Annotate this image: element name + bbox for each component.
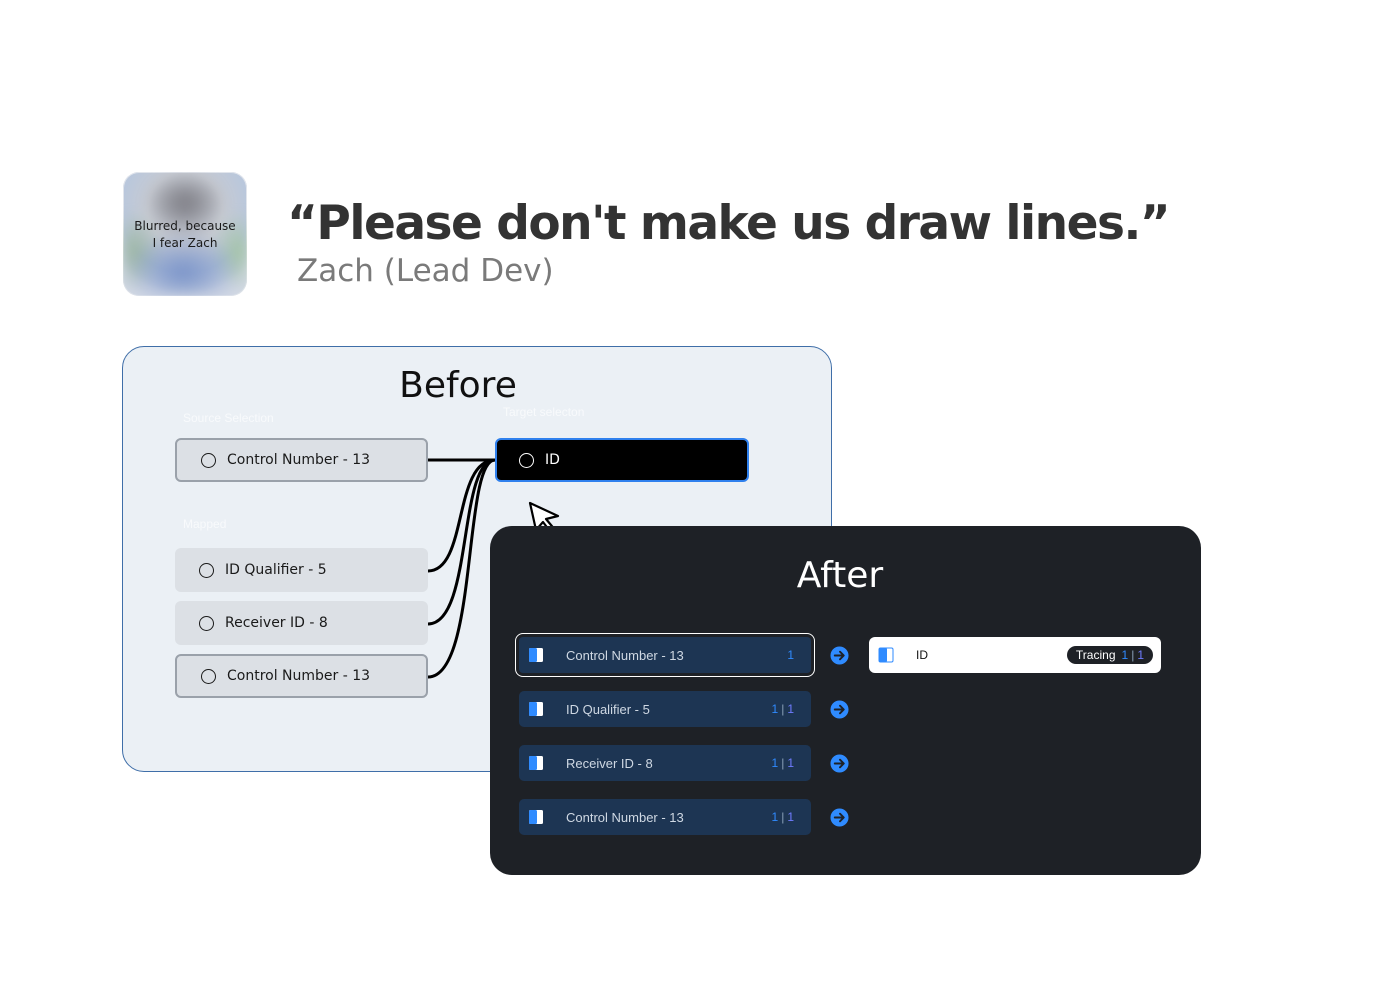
- mapped-label: Mapped: [183, 517, 227, 531]
- connector-line: [427, 458, 496, 573]
- arrow-right-circle-icon[interactable]: [830, 808, 849, 827]
- avatar: Blurred, because I fear Zach: [123, 172, 247, 296]
- mapping-count: 1|1: [771, 702, 795, 716]
- after-panel: After Control Number - 13 1 ID Qualifier…: [490, 526, 1201, 875]
- mapping-row[interactable]: Control Number - 13 1|1: [519, 799, 811, 835]
- mapped-item-id-qualifier[interactable]: ID Qualifier - 5: [175, 548, 428, 592]
- mapping-row-label: Receiver ID - 8: [566, 755, 653, 771]
- arrow-right-circle-icon[interactable]: [830, 700, 849, 719]
- radio-icon: [201, 452, 216, 468]
- mapping-row[interactable]: Control Number - 13 1: [515, 633, 815, 677]
- mapping-row[interactable]: ID Qualifier - 5 1|1: [519, 691, 811, 727]
- target-item-id[interactable]: ID: [495, 438, 749, 482]
- mapped-item-label: Control Number - 13: [227, 668, 371, 684]
- connector-line: [427, 458, 496, 679]
- connector-line: [427, 458, 496, 626]
- arrow-right-circle-icon[interactable]: [830, 646, 849, 665]
- mapping-count: 1|1: [771, 810, 795, 824]
- mapped-item-label: Receiver ID - 8: [225, 615, 328, 631]
- quote-author: Zach (Lead Dev): [297, 253, 554, 289]
- target-selection-label: Target selecton: [503, 405, 585, 419]
- quote-text: “Please don't make us draw lines.”: [287, 196, 1171, 251]
- mapping-row-label: ID Qualifier - 5: [566, 701, 650, 717]
- field-icon: [529, 756, 543, 770]
- radio-icon: [199, 562, 214, 578]
- mapping-row-label: Control Number - 13: [566, 647, 684, 663]
- mapping-count: 1: [787, 648, 794, 662]
- radio-icon: [519, 452, 534, 468]
- before-title: Before: [399, 365, 517, 406]
- arrow-right-circle-icon[interactable]: [830, 754, 849, 773]
- target-field-label: ID: [916, 648, 928, 662]
- avatar-blurred-photo: [123, 172, 247, 296]
- radio-icon: [201, 668, 216, 684]
- after-title: After: [796, 555, 884, 596]
- field-icon: [878, 647, 894, 663]
- mapped-item-receiver-id[interactable]: Receiver ID - 8: [175, 601, 428, 645]
- source-item-label: Control Number - 13: [227, 452, 371, 468]
- source-item-control-number[interactable]: Control Number - 13: [175, 438, 428, 482]
- field-icon: [529, 648, 543, 662]
- mapped-item-control-number[interactable]: Control Number - 13: [175, 654, 428, 698]
- field-icon: [529, 702, 543, 716]
- mapping-row-label: Control Number - 13: [566, 809, 684, 825]
- tracing-badge[interactable]: Tracing 1|1: [1066, 646, 1153, 664]
- avatar-caption: Blurred, because I fear Zach: [134, 219, 236, 250]
- target-field-card[interactable]: ID Tracing 1|1: [869, 637, 1161, 673]
- mapping-row[interactable]: Receiver ID - 8 1|1: [519, 745, 811, 781]
- source-selection-label: Source Selection: [183, 411, 274, 425]
- radio-icon: [199, 615, 214, 631]
- target-item-label: ID: [545, 452, 560, 468]
- field-icon: [529, 810, 543, 824]
- mapped-item-label: ID Qualifier - 5: [225, 562, 327, 578]
- mapping-count: 1|1: [771, 756, 795, 770]
